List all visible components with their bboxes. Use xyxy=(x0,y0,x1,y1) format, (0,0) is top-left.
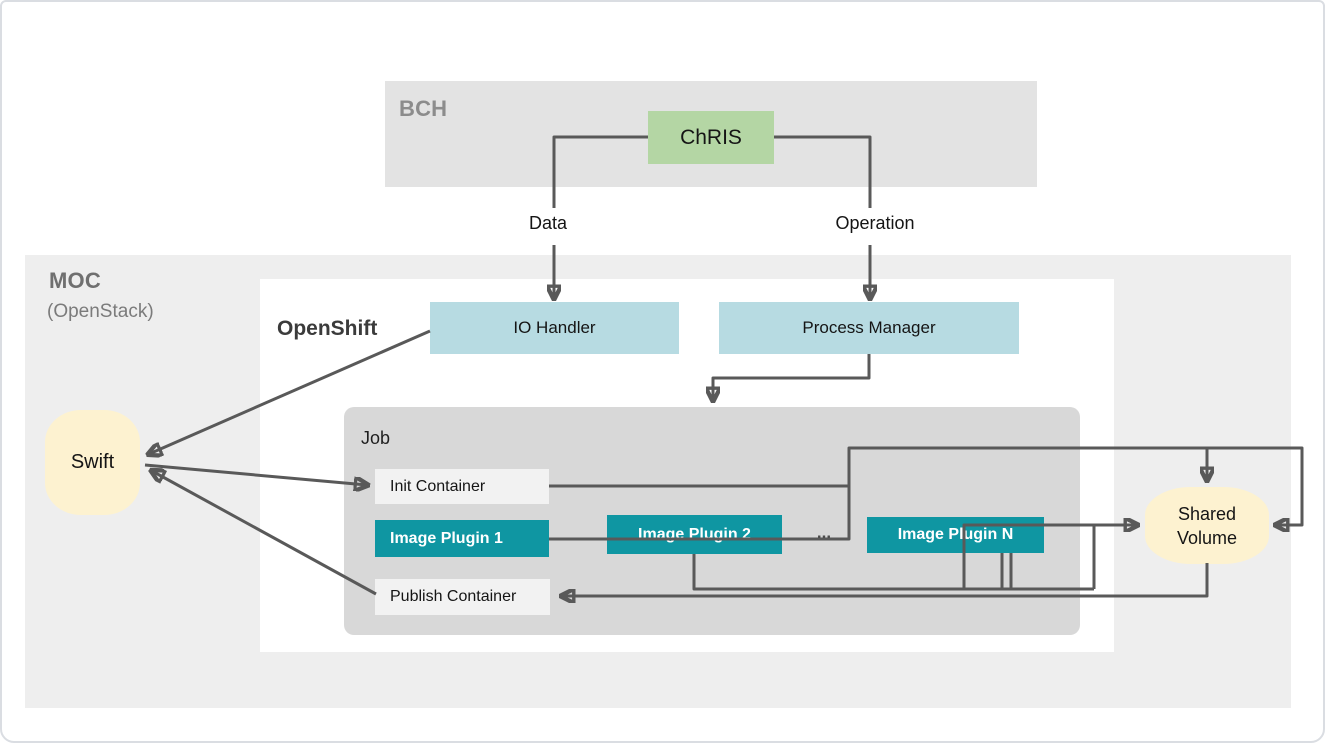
chris-node: ChRIS xyxy=(648,111,774,164)
shared-volume-storage-node: Shared Volume xyxy=(1145,487,1269,564)
plugin-ellipsis-label: ... xyxy=(816,523,832,542)
io-handler-node: IO Handler xyxy=(430,302,679,354)
init-container-node: Init Container xyxy=(375,469,549,504)
job-group-label: Job xyxy=(361,428,391,448)
image-plugin-1-node: Image Plugin 1 xyxy=(375,520,549,557)
edge-label-data: Data xyxy=(518,213,578,234)
swift-storage-node: Swift xyxy=(45,410,140,515)
process-manager-node: Process Manager xyxy=(719,302,1019,354)
moc-group-sublabel: (OpenStack) xyxy=(47,301,154,322)
openshift-group-label: OpenShift xyxy=(277,317,378,340)
shared-volume-label: Shared Volume xyxy=(1176,503,1238,548)
edge-label-operation: Operation xyxy=(825,213,925,234)
moc-group-label: MOC xyxy=(49,268,101,293)
image-plugin-n-node: Image Plugin N xyxy=(867,517,1044,553)
publish-container-node: Publish Container xyxy=(375,579,550,615)
image-plugin-2-node: Image Plugin 2 xyxy=(607,515,782,554)
bch-group-label: BCH xyxy=(399,96,448,121)
